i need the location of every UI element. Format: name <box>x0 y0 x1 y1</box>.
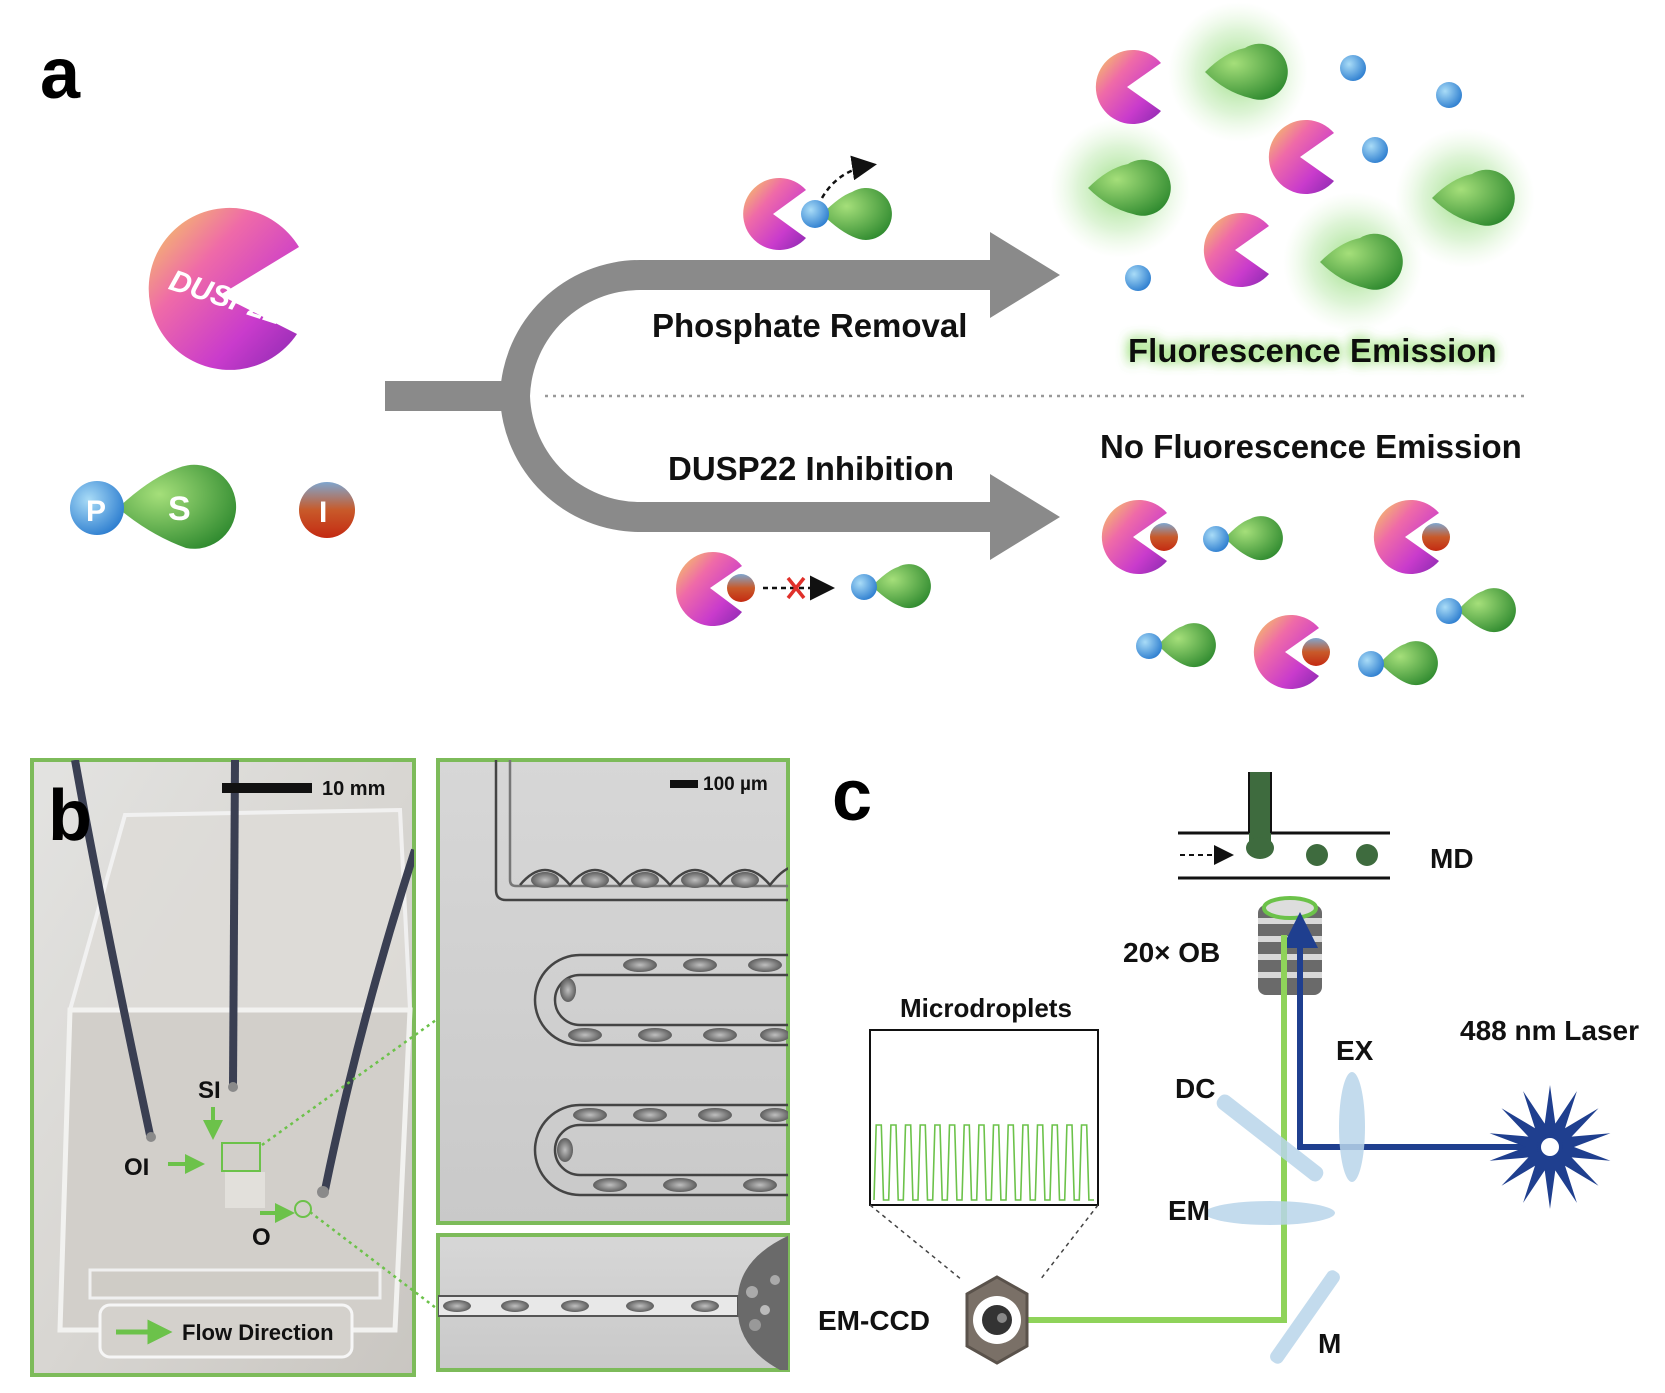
top-result-label: Fluorescence Emission <box>1128 332 1497 369</box>
phosphate-label: P <box>86 495 106 528</box>
ex-label: EX <box>1336 1035 1374 1066</box>
micrograph-outlet <box>436 1233 790 1372</box>
camera-icon <box>965 1275 1029 1365</box>
top-path-label: Phosphate Removal <box>652 307 967 344</box>
excitation-filter-icon <box>1339 1072 1365 1182</box>
micrograph-serpentine <box>436 758 790 1225</box>
flow-direction-legend <box>98 1303 354 1359</box>
fluorescent-products <box>1050 2 1535 332</box>
inhibited-reaction-icon <box>676 551 931 626</box>
microfluidic-device-icon <box>1178 772 1390 880</box>
dephosphorylation-icon <box>743 155 892 250</box>
dusp22-enzyme-icon <box>148 207 299 370</box>
objective-lens-icon <box>1258 896 1322 995</box>
dc-label: DC <box>1175 1073 1215 1104</box>
laser-label: 488 nm Laser <box>1460 1015 1639 1046</box>
phospho-substrate-icon <box>70 464 237 549</box>
panel-a-label: a <box>40 34 81 114</box>
scale-bar-micro-label: 100 µm <box>703 774 768 795</box>
optical-path <box>990 912 1545 1335</box>
panel-b-label: b <box>48 776 92 856</box>
flow-direction-label: Flow Direction <box>182 1320 334 1345</box>
objective-label: 20× OB <box>1123 937 1220 968</box>
inlet-oi-label: OI <box>124 1154 149 1181</box>
inhibitor-icon <box>299 482 355 538</box>
substrate-label: S <box>168 490 191 528</box>
chip-photo <box>30 758 416 1377</box>
dichroic-mirror-icon <box>1216 1094 1324 1182</box>
fork-arrow <box>385 232 1060 560</box>
bottom-path-label: DUSP22 Inhibition <box>668 450 954 487</box>
signal-box <box>869 1029 1099 1281</box>
em-label: EM <box>1168 1195 1210 1226</box>
mirror-label: M <box>1318 1328 1341 1359</box>
scale-bar-photo-label: 10 mm <box>322 778 385 800</box>
md-label: MD <box>1430 843 1474 874</box>
zoom-connector-bottom <box>309 1211 437 1309</box>
inhibited-products <box>1101 500 1516 690</box>
signal-box-label: Microdroplets <box>900 993 1072 1023</box>
emission-filter-icon <box>1205 1201 1335 1225</box>
outlet-o-label: O <box>252 1224 271 1251</box>
bottom-result-label: No Fluorescence Emission <box>1100 428 1522 465</box>
laser-icon <box>1489 1085 1611 1209</box>
zoom-connector-top <box>261 1018 437 1147</box>
camera-label: EM-CCD <box>818 1305 930 1336</box>
inhibitor-label: I <box>319 496 327 529</box>
panel-c-label: c <box>832 756 872 836</box>
mirror-icon <box>1270 1270 1340 1364</box>
inlet-si-label: SI <box>198 1077 221 1104</box>
